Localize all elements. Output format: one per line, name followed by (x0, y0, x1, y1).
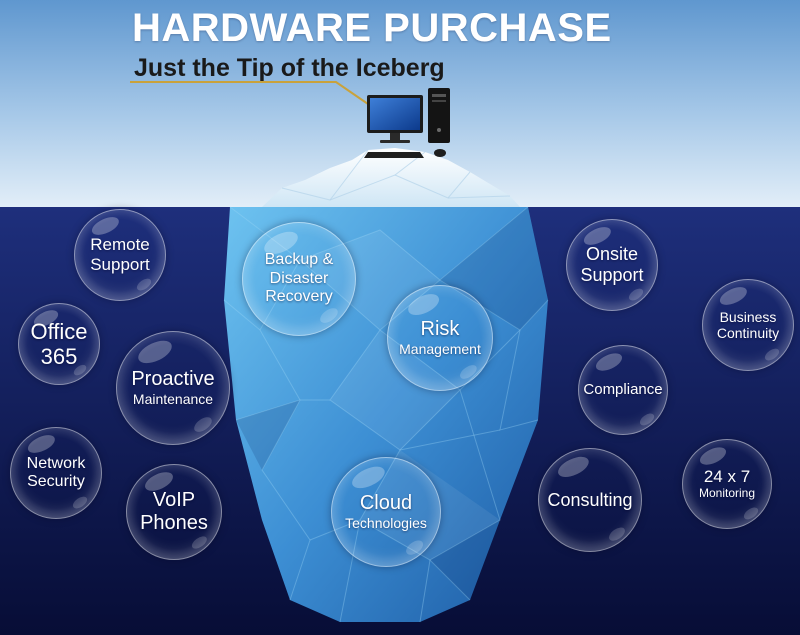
bubble-consulting: Consulting (538, 448, 642, 552)
bubble-label-line: Compliance (583, 381, 663, 399)
bubble-onsite-support: Onsite Support (566, 219, 658, 311)
bubble-label-line: Proactive (131, 368, 215, 391)
bubble-backup-disaster-recovery: Backup & Disaster Recovery (242, 222, 356, 336)
bubble-label-line: Cloud (359, 492, 413, 515)
page-subtitle: Just the Tip of the Iceberg (134, 54, 445, 82)
bubble-label-line: Consulting (547, 489, 633, 510)
page-title: HARDWARE PURCHASE (132, 6, 612, 50)
desktop-computer-icon (364, 88, 450, 158)
bubble-label-line: Business (719, 308, 777, 325)
leader-line (130, 81, 369, 105)
bubble-24x7-monitoring: 24 x 7 Monitoring (682, 439, 772, 529)
bubble-voip-phones: VoIP Phones (126, 464, 222, 560)
bubble-label-line: Office (30, 318, 88, 344)
bubble-office-365: Office 365 (18, 303, 100, 385)
bubble-cloud-technologies: Cloud Technologies (331, 457, 441, 567)
bubble-business-continuity: Business Continuity (702, 279, 794, 371)
bubble-label-line: Disaster (269, 269, 329, 287)
iceberg-tip (262, 148, 520, 207)
bubble-label-line: 365 (40, 344, 78, 369)
bubble-compliance: Compliance (578, 345, 668, 435)
bubble-risk-management: Risk Management (387, 285, 493, 391)
bubble-label-line: Continuity (716, 325, 780, 341)
bubble-label-line: Management (399, 341, 481, 358)
bubble-label-line: Security (27, 473, 85, 490)
bubble-label-line: Phones (140, 512, 208, 534)
bubble-label-line: Network (26, 454, 86, 472)
bubble-label-line: Monitoring (698, 485, 756, 500)
bubble-label-line: Support (580, 265, 644, 285)
bubble-network-security: Network Security (10, 427, 102, 519)
bubble-proactive-maintenance: Proactive Maintenance (116, 331, 230, 445)
bubble-label-line: Onsite (585, 244, 639, 265)
bubble-label-line: Recovery (265, 288, 333, 306)
bubble-label-line: Remote (90, 235, 150, 255)
bubble-label-line: Maintenance (132, 391, 214, 408)
bubble-label-line: VoIP (152, 489, 196, 511)
bubble-remote-support: Remote Support (74, 209, 166, 301)
bubble-label-line: Backup & (264, 251, 334, 269)
bubble-label-line: Risk (420, 318, 460, 341)
bubble-label-line: 24 x 7 (703, 467, 751, 487)
bubble-label-line: Technologies (345, 515, 427, 532)
bubble-label-line: Support (90, 255, 150, 274)
